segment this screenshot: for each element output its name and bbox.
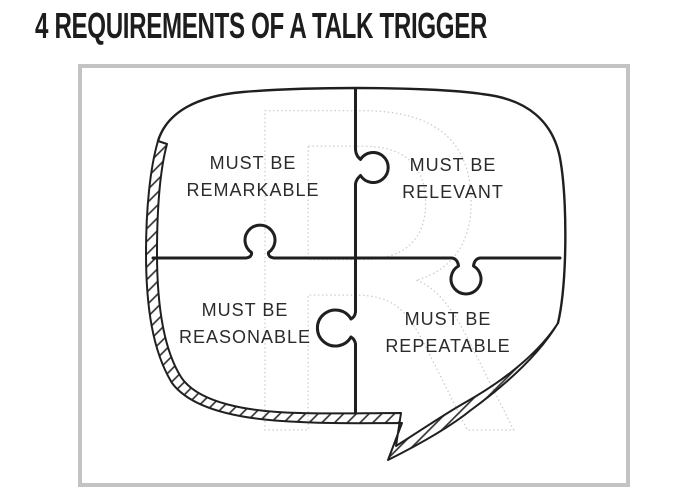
piece-label-line2: RELEVANT (402, 182, 504, 202)
piece-label-line2: REMARKABLE (186, 180, 320, 200)
piece-label-line2: REPEATABLE (385, 336, 511, 356)
piece-label-remarkable: MUST BE REMARKABLE (186, 150, 319, 204)
puzzle-divider-lines (151, 87, 562, 415)
piece-label-line1: MUST BE (201, 300, 289, 320)
watermark-letter-r: R (222, 24, 526, 504)
piece-label-reasonable: MUST BE REASONABLE (179, 297, 311, 351)
piece-label-line1: MUST BE (209, 153, 297, 173)
piece-label-relevant: MUST BE RELEVANT (402, 152, 504, 206)
page-title: 4 REQUIREMENTS OF A TALK TRIGGER (35, 5, 488, 46)
piece-label-line1: MUST BE (409, 155, 497, 175)
bubble-outline (156, 86, 567, 325)
piece-label-line1: MUST BE (404, 309, 492, 329)
piece-label-repeatable: MUST BE REPEATABLE (385, 306, 510, 360)
piece-label-line2: REASONABLE (178, 327, 312, 347)
